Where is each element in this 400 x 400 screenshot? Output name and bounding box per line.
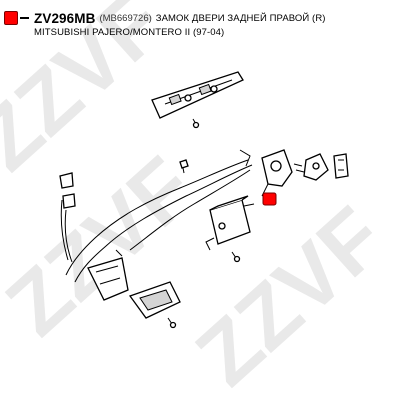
inner-handle-screw-diagram (167, 317, 177, 329)
striker-diagram (303, 153, 349, 181)
part-code: ZV296MB (34, 10, 96, 26)
inner-handle-bracket-diagram (87, 249, 129, 301)
clip-diagram (179, 159, 189, 174)
door-latch-diagram (261, 149, 305, 197)
control-rods-diagram (60, 149, 253, 283)
red-marker-icon (4, 11, 18, 25)
outer-handle-diagram (151, 71, 244, 119)
highlight-marker-icon (262, 192, 277, 206)
lever-parts-diagram (59, 172, 76, 209)
marker-dash (20, 17, 29, 19)
lock-actuator-diagram (205, 195, 255, 251)
part-description: ЗАМОК ДВЕРИ ЗАДНЕЙ ПРАВОЙ (R) (155, 12, 326, 24)
header-title-row: ZV296MB (MB669726) ЗАМОК ДВЕРИ ЗАДНЕЙ ПР… (4, 10, 398, 26)
oem-number: (MB669726) (99, 12, 152, 24)
header: ZV296MB (MB669726) ЗАМОК ДВЕРИ ЗАДНЕЙ ПР… (4, 10, 398, 38)
vehicle-application: MITSUBISHI PAJERO/MONTERO II (97-04) (34, 27, 225, 38)
inner-handle-diagram (128, 281, 181, 319)
screw-diagram (192, 118, 200, 129)
actuator-screw-diagram (231, 251, 241, 263)
